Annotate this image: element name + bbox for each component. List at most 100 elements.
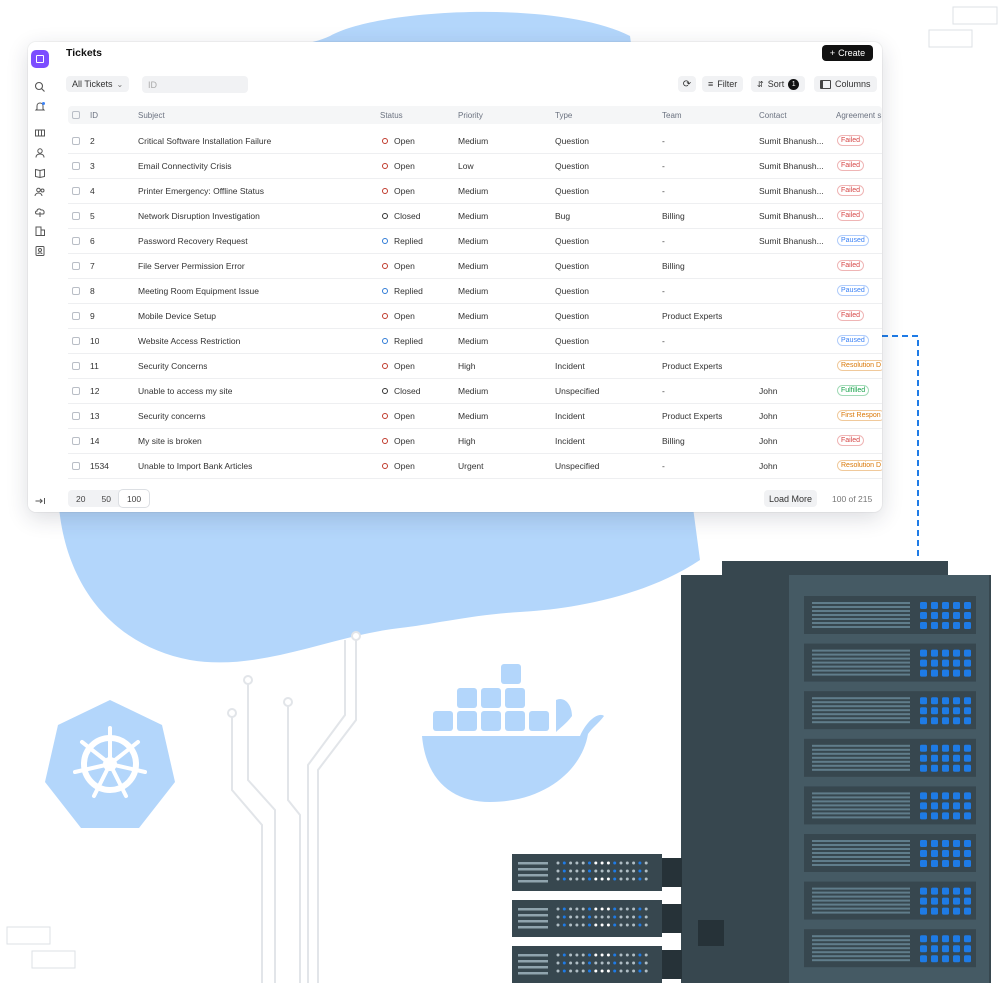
page-size-50[interactable]: 50 [101,493,111,504]
notification-bell-icon[interactable] [33,100,47,114]
canned-responses-icon[interactable] [33,205,47,219]
outline-box [31,950,76,969]
row-checkbox[interactable] [72,453,80,478]
view-selector-dropdown[interactable]: All Tickets ⌄ [66,76,130,92]
ticket-id: 13 [90,410,100,421]
ticket-subject[interactable]: Critical Software Installation Failure [138,135,272,146]
ticket-subject[interactable]: Password Recovery Request [138,235,248,246]
agreement-status-badge: Resolution D [837,460,882,471]
organizations-icon[interactable] [33,224,47,238]
sort-count-badge: 1 [788,78,800,90]
ticket-id-search-input[interactable] [142,76,248,93]
contacts-icon[interactable] [33,244,47,258]
col-header-team[interactable]: Team [662,110,682,120]
agents-icon[interactable] [33,146,47,160]
row-checkbox[interactable] [72,303,80,328]
expand-sidebar-icon[interactable] [33,494,47,508]
refresh-button[interactable]: ⟳ [678,76,696,92]
col-header-type[interactable]: Type [555,110,573,120]
filter-button[interactable]: ≡ Filter [702,76,744,92]
agreement-status-cell: Failed [837,203,882,228]
agreement-status-cell: First Respon [837,403,882,428]
page-size-20[interactable]: 20 [76,493,86,504]
ticket-id: 7 [90,260,95,271]
ticket-type: Question [555,185,590,196]
select-all-checkbox[interactable] [72,106,80,124]
ticket-subject[interactable]: Mobile Device Setup [138,310,216,321]
row-checkbox[interactable] [72,153,80,178]
ticket-subject[interactable]: Website Access Restriction [138,335,241,346]
ticket-subject[interactable]: Network Disruption Investigation [138,210,260,221]
col-header-status[interactable]: Status [380,110,403,120]
ticket-type: Question [555,160,590,171]
col-header-priority[interactable]: Priority [458,110,483,120]
row-checkbox[interactable] [72,178,80,203]
ticket-subject[interactable]: My site is broken [138,435,202,446]
ticket-subject[interactable]: Security Concerns [138,360,208,371]
row-checkbox[interactable] [72,278,80,303]
search-icon[interactable] [33,80,47,94]
ticket-team: - [662,385,665,396]
teams-icon[interactable] [33,185,47,199]
ticket-subject[interactable]: Email Connectivity Crisis [138,160,232,171]
col-header-subject[interactable]: Subject [138,110,165,120]
ticket-subject[interactable]: Unable to access my site [138,385,233,396]
row-checkbox[interactable] [72,128,80,153]
row-checkbox[interactable] [72,203,80,228]
row-checkbox[interactable] [72,353,80,378]
ticket-subject[interactable]: Security concerns [138,410,206,421]
status-icon [382,312,388,319]
ticket-status: Open [382,128,415,153]
row-checkbox[interactable] [72,428,80,453]
col-header-id[interactable]: ID [90,110,98,120]
ticket-subject[interactable]: File Server Permission Error [138,260,245,271]
status-icon [382,337,388,344]
ticket-priority: Medium [458,410,489,421]
col-header-contact[interactable]: Contact [759,110,787,120]
ticket-status: Open [382,353,415,378]
agreement-status-badge: Failed [837,435,865,446]
knowledge-base-icon[interactable] [33,166,47,180]
agreement-status-badge: Failed [837,260,865,271]
ticket-status: Open [382,403,415,428]
status-icon [382,462,388,469]
helpdesk-logo-icon[interactable] [31,50,49,68]
create-ticket-button[interactable]: +Create [822,45,873,61]
load-more-button[interactable]: Load More [764,490,818,507]
row-checkbox[interactable] [72,378,80,403]
row-checkbox[interactable] [72,403,80,428]
ticket-subject[interactable]: Printer Emergency: Offline Status [138,185,264,196]
row-checkbox[interactable] [72,228,80,253]
ticket-id: 14 [90,435,100,446]
columns-button[interactable]: Columns [814,76,877,92]
ticket-status: Open [382,303,415,328]
agreement-status-cell: Resolution D [837,353,882,378]
ticket-subject[interactable]: Meeting Room Equipment Issue [138,285,259,296]
col-header-agreement[interactable]: Agreement s [836,110,882,120]
tickets-icon[interactable] [33,126,47,140]
ticket-contact: Sumit Bhanush... [759,210,824,221]
row-checkbox[interactable] [72,328,80,353]
status-label: Open [394,435,415,446]
ticket-id: 4 [90,185,95,196]
row-checkbox[interactable] [72,253,80,278]
helpdesk-window: Tickets +Create All Tickets ⌄ ⟳ ≡ Filter… [28,42,882,512]
ticket-type: Question [555,260,590,271]
sort-button[interactable]: ⇵ Sort 1 [751,76,806,92]
page-size-100[interactable]: 100 [118,490,150,507]
ticket-subject[interactable]: Unable to Import Bank Articles [138,460,253,471]
